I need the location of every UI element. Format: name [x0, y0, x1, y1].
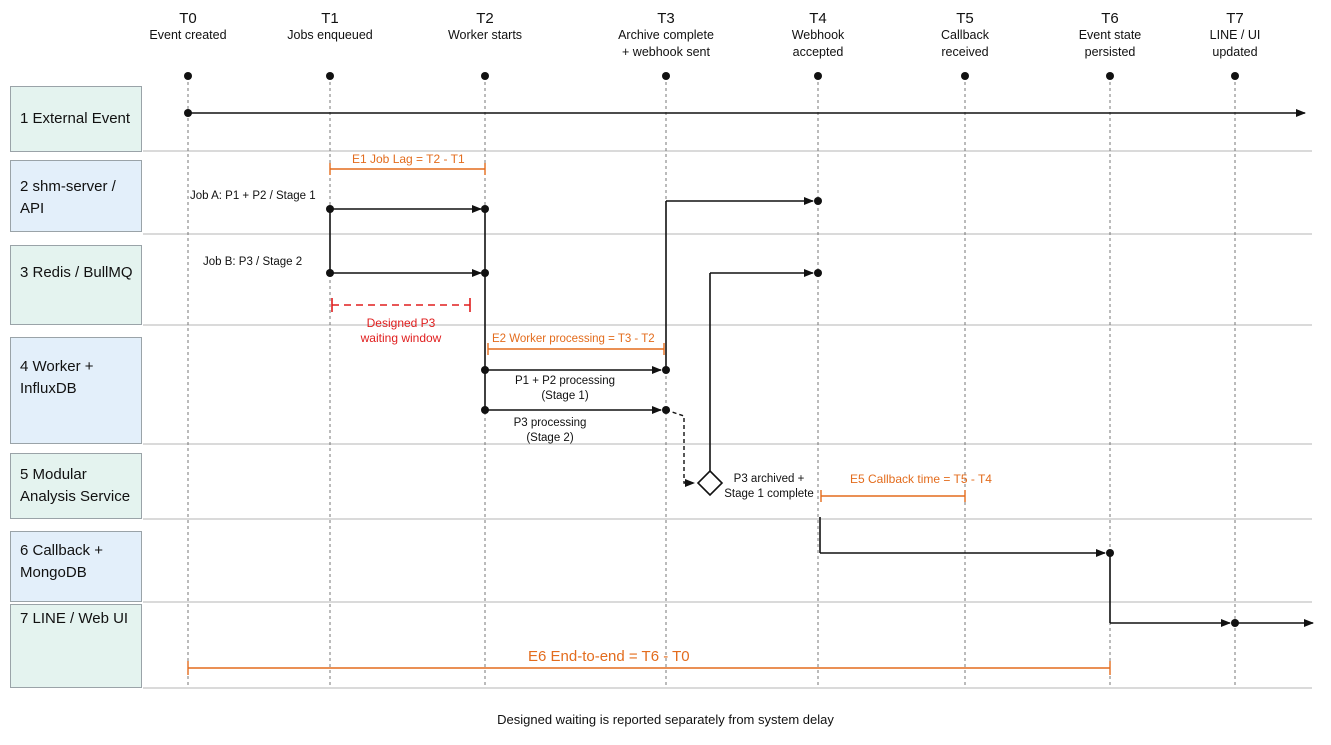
milestone-id: T2	[476, 10, 494, 27]
milestone-label: Webhook	[791, 28, 845, 42]
milestone-t6: T6 Event state persisted	[1035, 10, 1185, 61]
e5-callback-bracket	[820, 490, 966, 502]
milestone-t1: T1 Jobs enqueued	[255, 10, 405, 44]
milestone-id: T5	[956, 10, 974, 27]
milestone-t0: T0 Event created	[113, 10, 263, 44]
milestone-label: + webhook sent	[622, 45, 710, 59]
milestone-label: Jobs enqueued	[287, 28, 373, 42]
lane-box-shm-server	[10, 160, 142, 232]
p1p2-line: P1 + P2 processing	[514, 375, 616, 387]
lane-box-line-ui	[10, 604, 142, 688]
milestone-label: Callback	[941, 28, 989, 42]
p3-archived-line: P3 archived +	[733, 473, 805, 485]
milestone-label: accepted	[792, 45, 844, 59]
p3-line: (Stage 2)	[526, 432, 574, 444]
milestone-id: T6	[1101, 10, 1119, 27]
milestone-t7: T7 LINE / UI updated	[1160, 10, 1310, 61]
p3-processing-label: P3 processing (Stage 2)	[500, 416, 600, 446]
milestone-id: T7	[1226, 10, 1244, 27]
milestone-t2: T2 Worker starts	[410, 10, 560, 44]
milestone-id: T4	[809, 10, 827, 27]
lane-label-worker: 4 Worker + InfluxDB	[20, 358, 94, 397]
milestone-t5: T5 Callback received	[890, 10, 1040, 61]
p3-line: P3 processing	[513, 417, 587, 429]
worker-processing-arrows	[485, 366, 662, 414]
lane-label-shm-server: 2 shm-server / API	[20, 178, 116, 217]
webhook-stage1-path	[665, 197, 814, 370]
milestone-label: Worker starts	[447, 28, 523, 42]
p1p2-line: (Stage 1)	[541, 390, 589, 402]
p1p2-processing-label: P1 + P2 processing (Stage 1)	[500, 374, 630, 404]
lane-box-external-event	[10, 86, 142, 152]
job-b-label: Job B: P3 / Stage 2	[203, 256, 303, 268]
designed-wait-line: waiting window	[360, 331, 442, 345]
e5-label: E5 Callback time = T5 - T4	[850, 472, 992, 486]
lane-box-redis	[10, 245, 142, 325]
callback-path	[819, 517, 1314, 627]
milestone-id: T0	[179, 10, 197, 27]
footer-note: Designed waiting is reported separately …	[497, 712, 834, 727]
milestone-label: Archive complete	[618, 28, 714, 42]
milestone-guides	[187, 76, 1236, 686]
p3-archive-path	[665, 409, 695, 487]
p3-archived-line: Stage 1 complete	[724, 488, 814, 500]
webhook-accepted-dot-a	[814, 197, 822, 205]
designed-wait-bracket	[331, 298, 471, 312]
lane-box-callback	[10, 531, 142, 602]
lane-box-analysis	[10, 453, 142, 519]
job-flows	[329, 205, 486, 410]
lane-label-analysis: 5 Modular Analysis Service	[20, 466, 131, 505]
milestone-label: LINE / UI	[1209, 28, 1261, 42]
p3-archived-label: P3 archived + Stage 1 complete	[724, 472, 814, 502]
webhook-accepted-dot-b	[814, 269, 822, 277]
e2-label: E2 Worker processing = T3 - T2	[492, 333, 655, 345]
p3-archived-diamond-icon	[696, 469, 724, 497]
milestone-id: T1	[321, 10, 339, 27]
job-flow-dots	[326, 205, 489, 277]
milestone-label: received	[941, 45, 989, 59]
designed-wait-line: Designed P3	[366, 316, 436, 330]
worker-processing-dots	[481, 366, 670, 414]
lane-separators	[143, 150, 1312, 689]
milestone-dots	[184, 72, 1239, 80]
milestone-label: Event state	[1078, 28, 1142, 42]
lane-label-external-event: 1 External Event	[20, 110, 131, 127]
milestone-id: T3	[657, 10, 675, 27]
milestone-t3: T3 Archive complete + webhook sent	[591, 10, 741, 61]
milestone-label: updated	[1212, 45, 1258, 59]
milestone-label: Event created	[149, 28, 227, 42]
lane-box-worker	[10, 337, 142, 444]
milestone-t4: T4 Webhook accepted	[743, 10, 893, 61]
e1-label: E1 Job Lag = T2 - T1	[352, 152, 465, 166]
e6-end-to-end-bracket	[187, 661, 1111, 675]
lane-label-line-ui: 7 LINE / Web UI	[20, 610, 129, 627]
callback-dots	[1106, 549, 1239, 627]
e1-job-lag-bracket	[329, 163, 486, 175]
external-event-arrow	[184, 109, 1306, 117]
milestone-label: persisted	[1084, 45, 1136, 59]
e6-label: E6 End-to-end = T6 - T0	[528, 648, 690, 665]
e2-worker-processing-bracket	[487, 343, 665, 355]
lane-label-callback: 6 Callback + MongoDB	[20, 542, 103, 581]
job-a-label: Job A: P1 + P2 / Stage 1	[190, 190, 316, 202]
designed-wait-label: Designed P3 waiting window	[344, 316, 458, 346]
webhook-p3-path	[709, 269, 814, 471]
lane-label-redis: 3 Redis / BullMQ	[20, 264, 133, 281]
